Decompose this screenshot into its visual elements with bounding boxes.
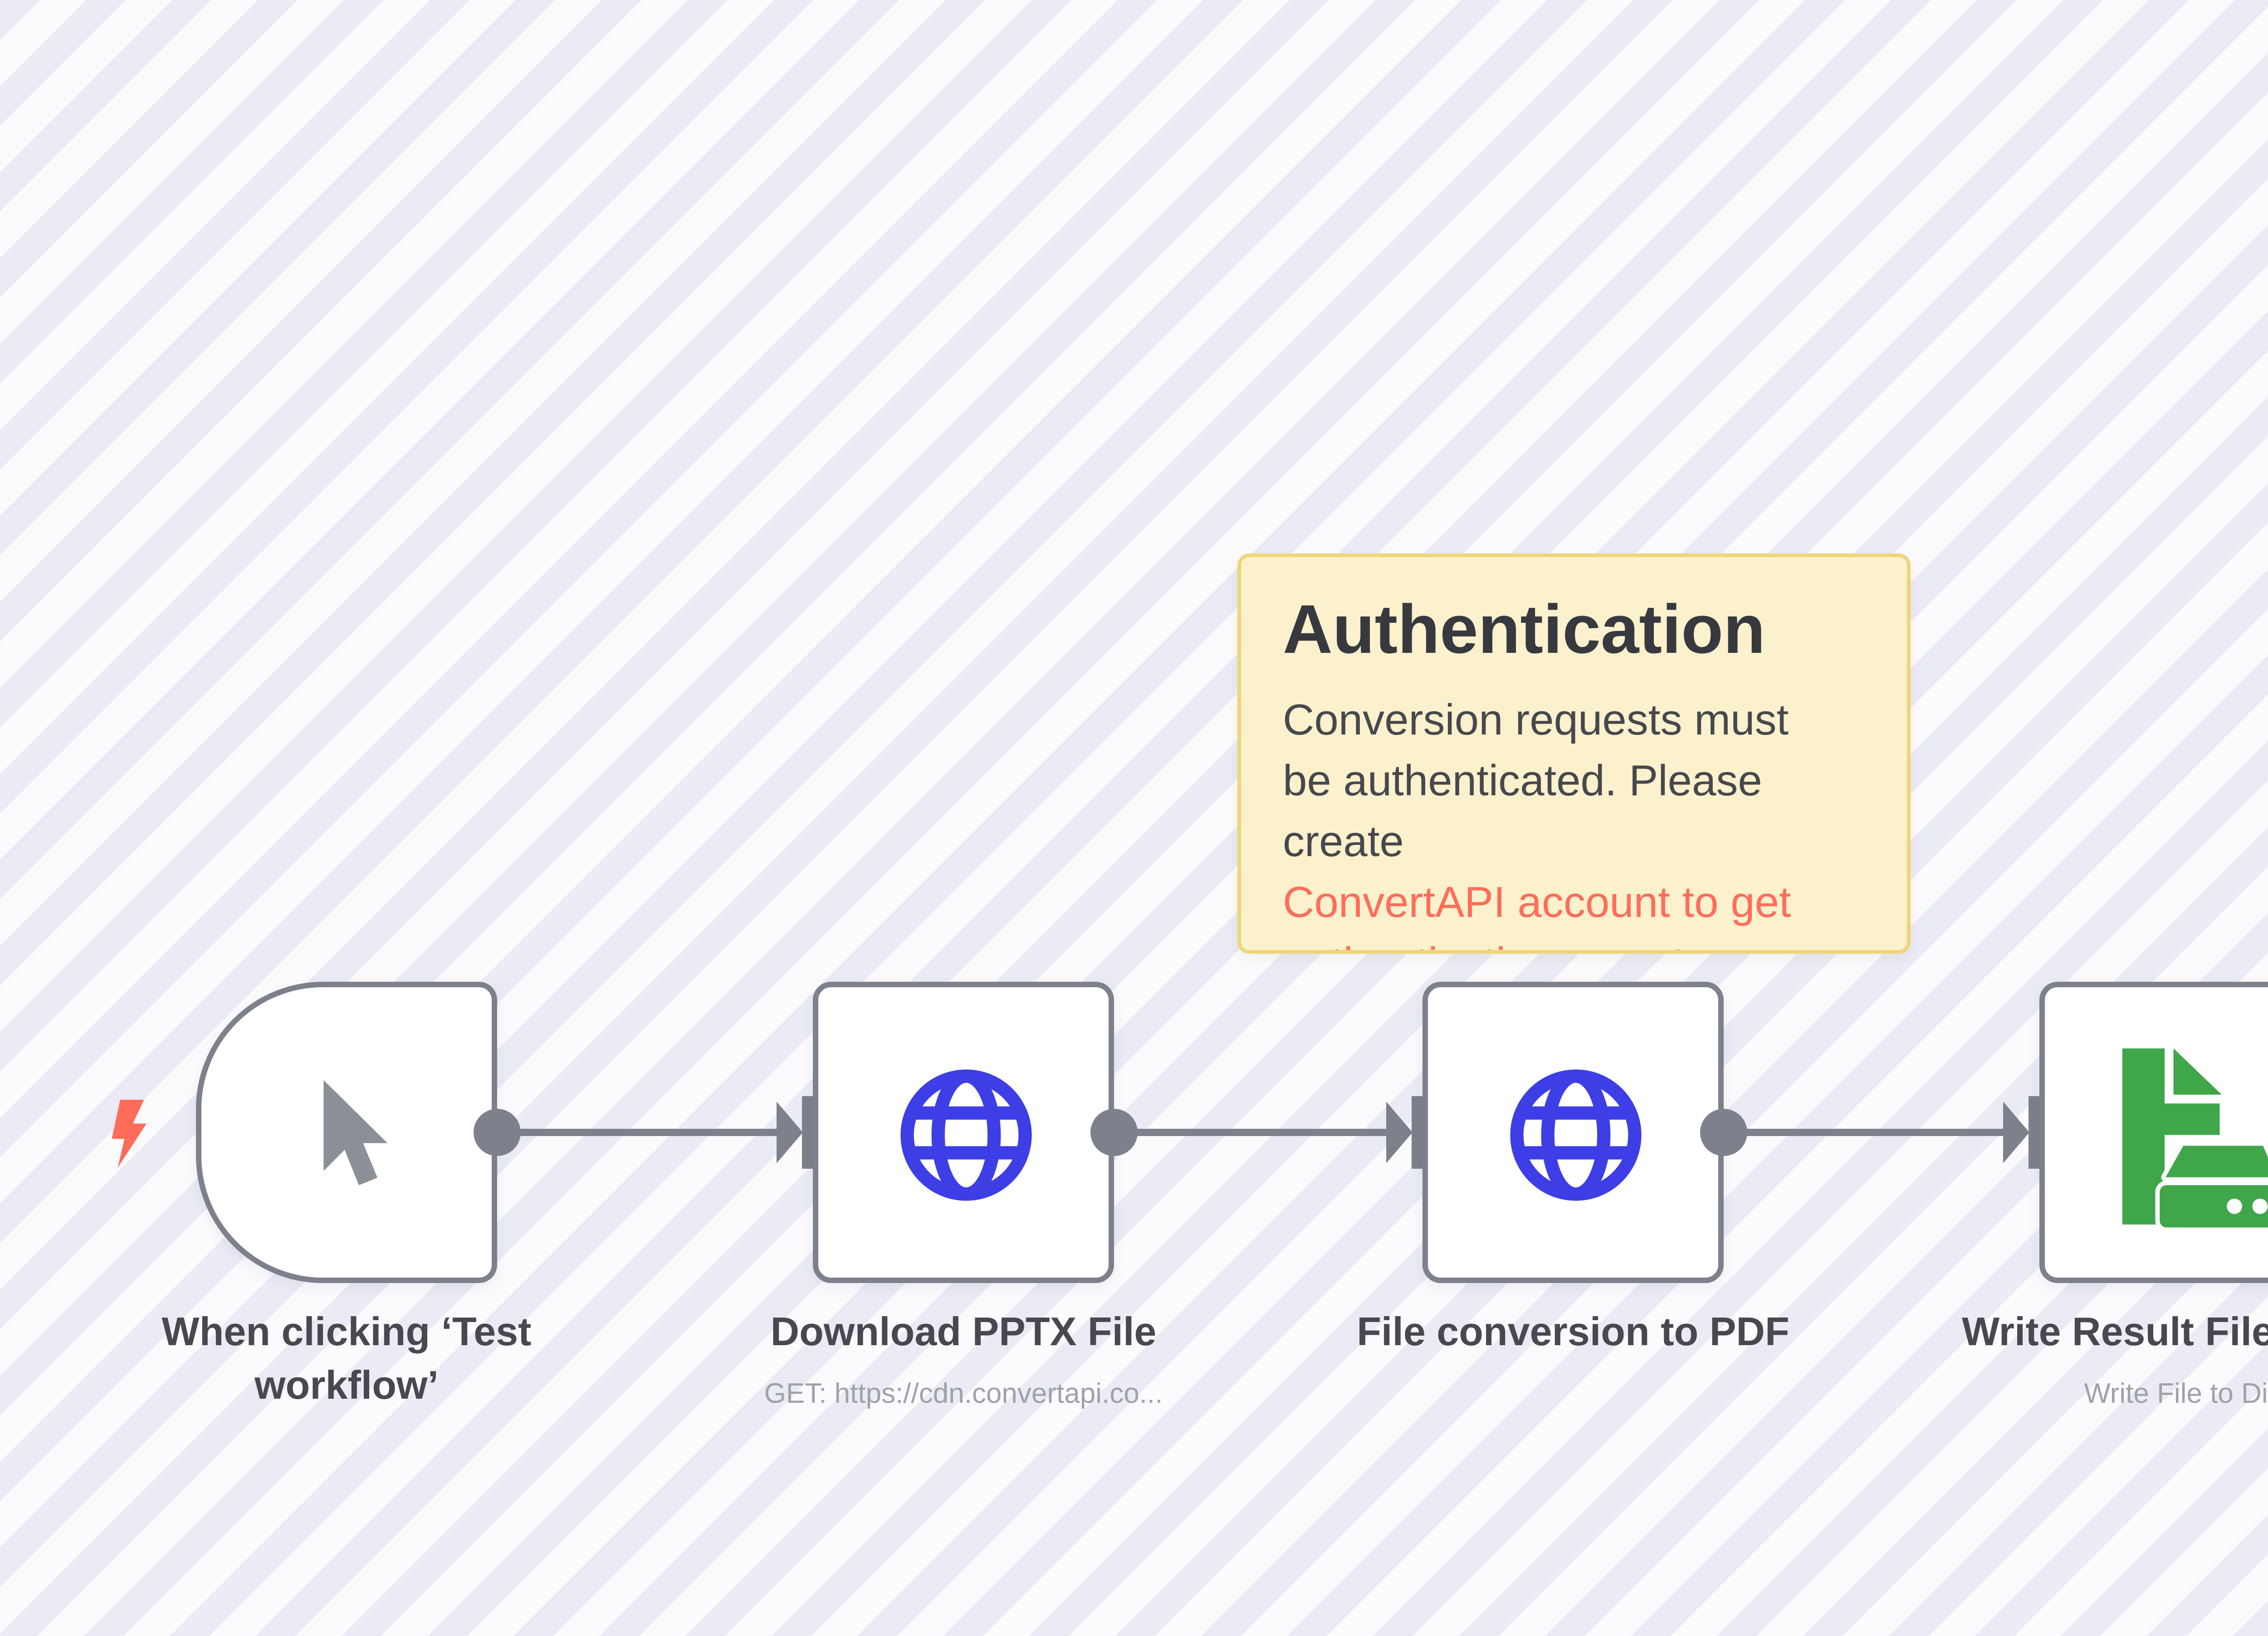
node-when-clicking-test-workflow[interactable] (196, 982, 497, 1283)
node-label: File conversion to PDF (1210, 1305, 1936, 1358)
node-label: When clicking ‘Test workflow’ (0, 1305, 709, 1412)
node-label: Download PPTX File (601, 1305, 1326, 1358)
input-port-arrow-icon[interactable] (1386, 1102, 1413, 1163)
node-subtitle: GET: https://cdn.convertapi.co... (764, 1378, 1163, 1409)
file-hard-drive-icon (2122, 1048, 2268, 1232)
node-download-pptx-file[interactable] (813, 982, 1114, 1283)
node-label: Write Result File to Disk (1827, 1305, 2268, 1358)
input-port-arrow-icon[interactable] (2003, 1102, 2029, 1163)
sticky-note-text-line: be authenticated. Please (1283, 756, 1762, 805)
cursor-icon (323, 1080, 388, 1185)
sticky-note-link[interactable]: ConvertAPI account to get (1283, 878, 1791, 926)
node-title-line: When clicking ‘Test (161, 1309, 532, 1354)
connection-line[interactable] (1737, 1129, 2004, 1136)
node-file-conversion-to-pdf[interactable] (1422, 982, 1724, 1283)
node-title-line: workflow’ (254, 1362, 439, 1407)
globe-icon (900, 1069, 1032, 1201)
input-port-arrow-icon[interactable] (777, 1102, 803, 1163)
globe-icon (1510, 1069, 1642, 1201)
sticky-note-text-line: create (1283, 817, 1404, 866)
sticky-note-authentication[interactable]: Authentication Conversion requests must … (1237, 553, 1911, 954)
node-title-line: Write Result File to Disk (1962, 1309, 2268, 1354)
node-title-line: File conversion to PDF (1357, 1309, 1789, 1354)
connection-line[interactable] (1128, 1129, 1387, 1136)
node-write-result-file-to-disk[interactable] (2039, 982, 2268, 1283)
connection-line[interactable] (511, 1129, 777, 1136)
lightning-bolt-icon (112, 1100, 147, 1168)
node-title-line: Download PPTX File (770, 1309, 1157, 1354)
node-subtitle: Write File to Disk (2084, 1378, 2268, 1409)
sticky-note-text-line: Conversion requests must (1283, 696, 1789, 744)
sticky-note-link-clipped[interactable]: authentication secret (1283, 933, 1891, 950)
sticky-note-title: Authentication (1283, 591, 1765, 668)
